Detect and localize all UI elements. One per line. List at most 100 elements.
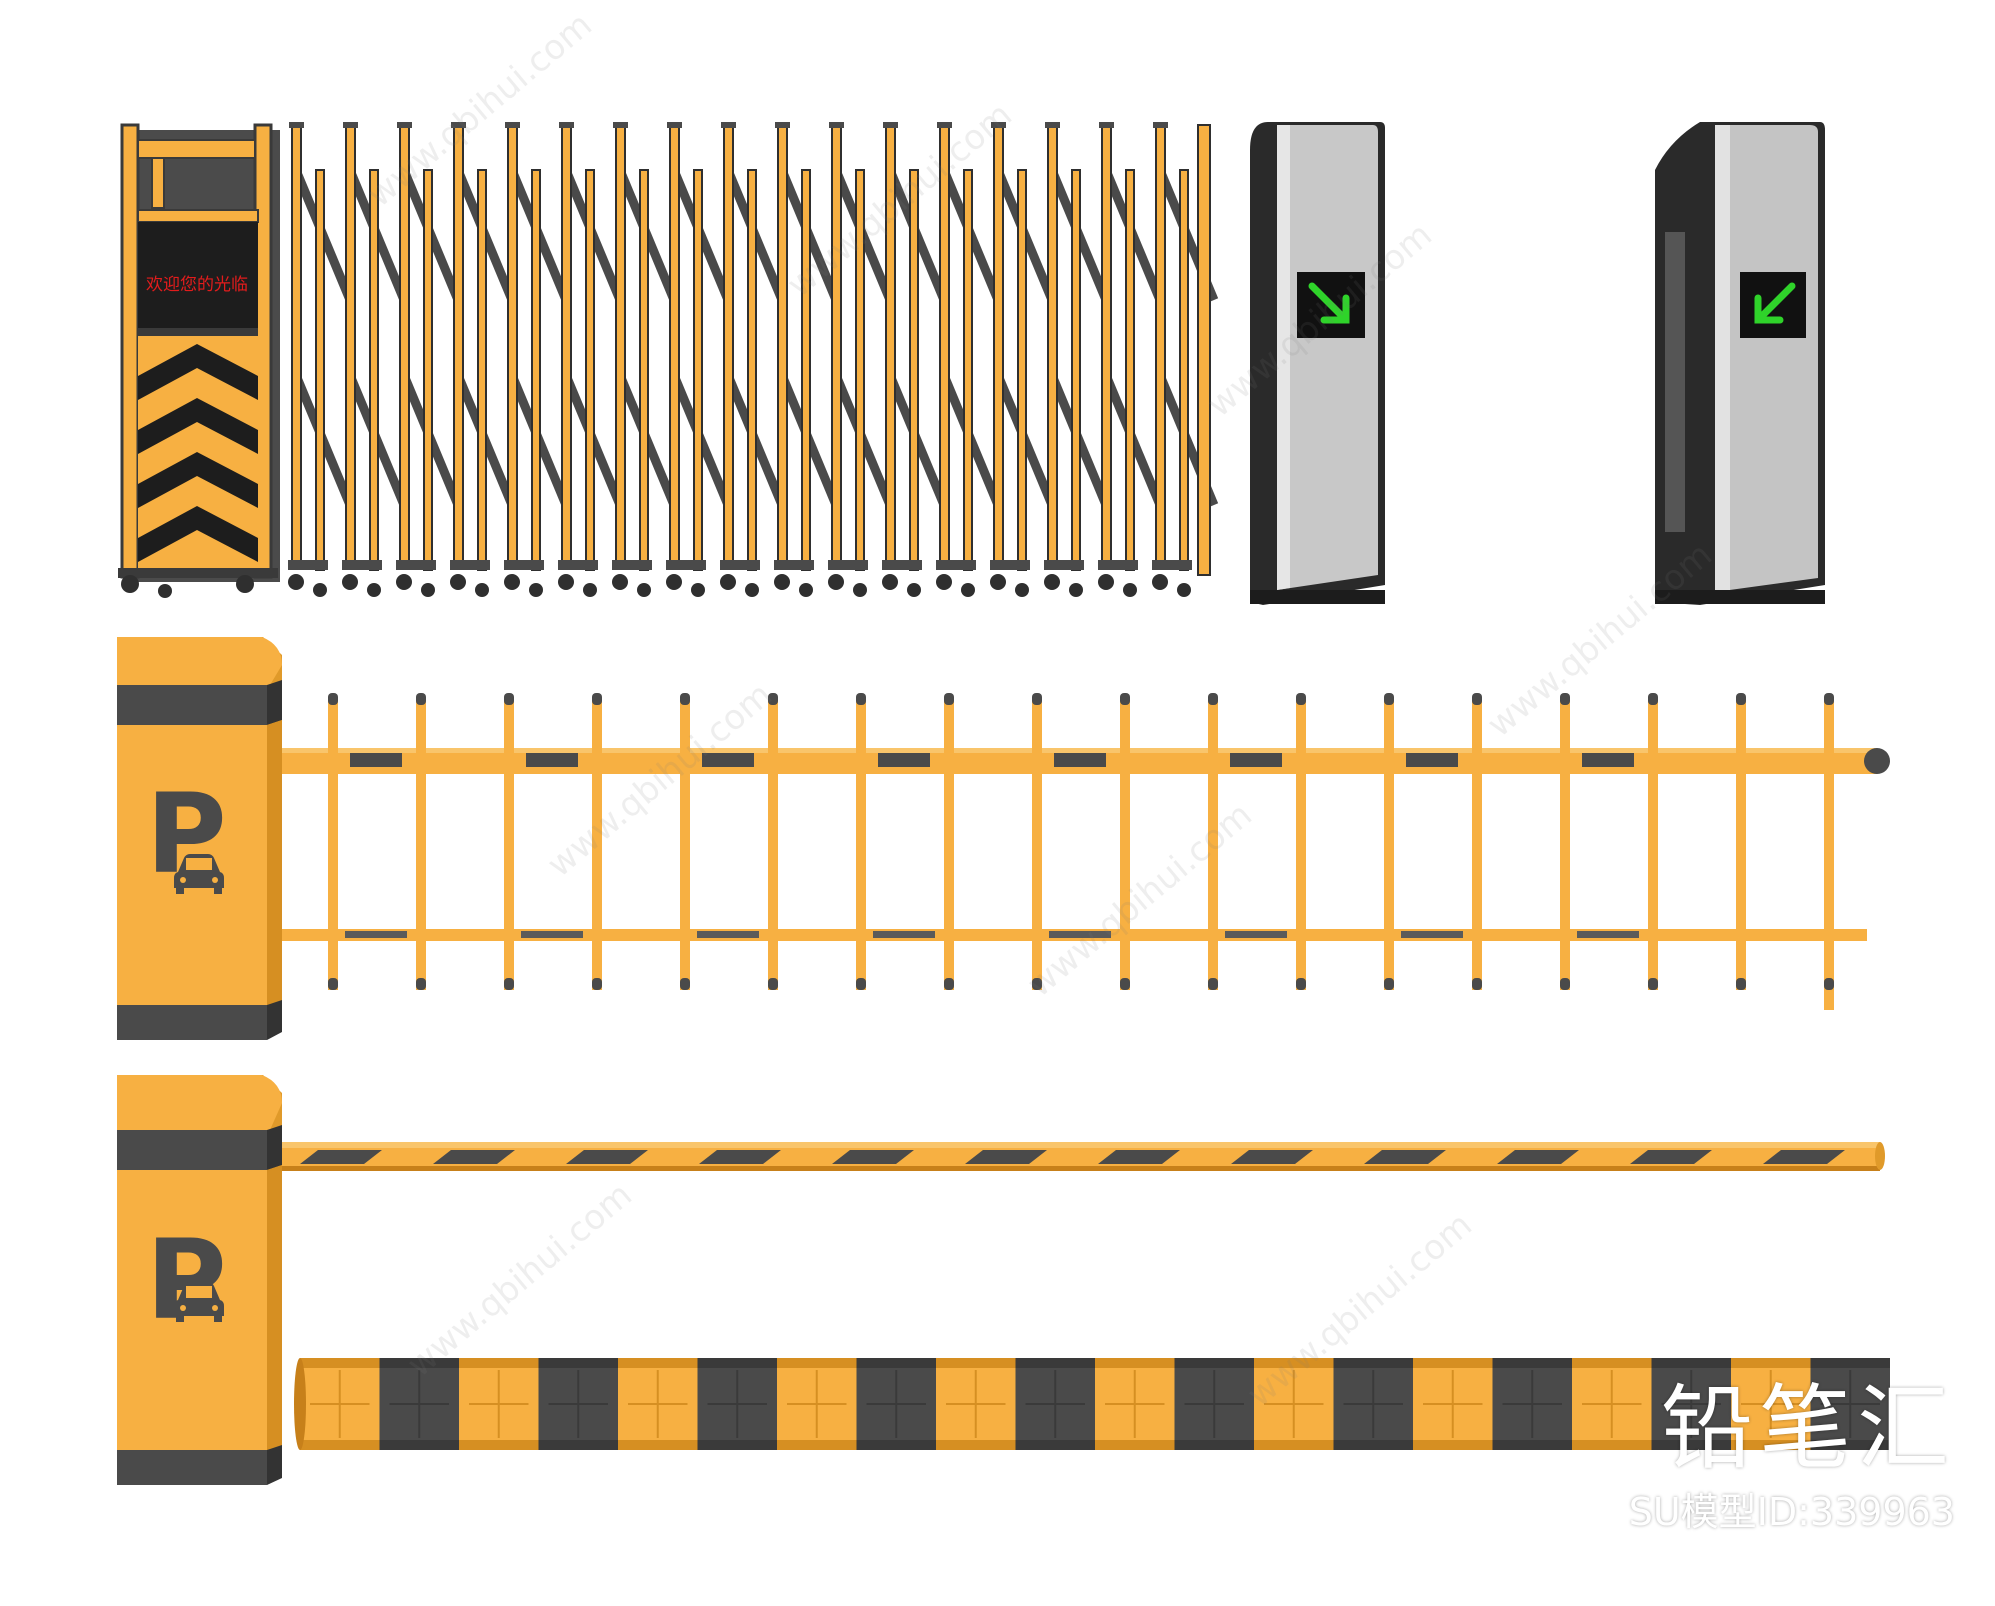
gate-post [399,124,410,566]
fence-picket [1824,700,1834,1010]
gate-base [342,560,382,570]
gate-wheel [342,574,358,590]
gate-wheel [1015,583,1029,597]
fence-picket-foot [1032,978,1042,990]
speed-bump-segment-edge [538,1358,618,1368]
car-icon [174,854,224,894]
fence-picket [1560,700,1570,990]
fence-picket-cap [680,693,690,705]
speed-bump-segment-edge [1492,1358,1572,1368]
gate-base [612,560,652,570]
speed-bump-segment-edge [538,1440,618,1450]
fence-bottom-marker [1049,931,1111,938]
barrier-cabinet-bottom: P [117,1075,282,1485]
gate-wheel [666,574,682,590]
fence-picket-cap [504,693,514,705]
watermark: 铅笔汇 SU模型ID:339963 [1629,1383,1955,1536]
gate-wheel [691,583,705,597]
speed-bump-segment-edge [856,1440,936,1450]
fence-picket-foot [944,978,954,990]
gate-wheel [421,583,435,597]
arm-stripe [965,1150,1047,1164]
barrier-cabinet-top: P [117,637,282,1040]
gate-wheel [1069,583,1083,597]
fence-picket [1472,700,1482,990]
speed-bump-segment-edge [697,1358,777,1368]
speed-bump-segment-edge [618,1358,698,1368]
gate-post [1101,124,1112,566]
fence-picket-cap [1208,693,1218,705]
gate-wheel [367,583,381,597]
fence-picket [328,700,338,990]
gate-post [885,124,896,566]
speed-bump-segment-edge [1174,1440,1254,1450]
arm-stripe [300,1150,382,1164]
gate-post-cap [397,122,412,128]
fence-picket [592,700,602,990]
gate-wheel [1098,574,1114,590]
retractable-gate: 欢迎您的光临 [118,122,1219,598]
fence-bottom-marker [521,931,583,938]
gate-wheel [882,574,898,590]
gate-base [774,560,814,570]
gate-post [855,169,865,571]
gate-wheel [961,583,975,597]
gate-wheel [720,574,736,590]
gate-post-cap [991,122,1006,128]
speed-bump-segment-edge [856,1358,936,1368]
chevron-up-icon [138,344,258,562]
speed-bump-segment-edge [1015,1358,1095,1368]
fence-picket [1296,700,1306,990]
gate-post-cap [775,122,790,128]
speed-bump-segment-edge [1333,1440,1413,1450]
gate-bars [288,122,1219,597]
fence-picket-foot [768,978,778,990]
speed-bump-segment-edge [1095,1358,1175,1368]
gate-post-cap [451,122,466,128]
gate-post [453,124,464,566]
arm-stripe [1763,1150,1845,1164]
fence-picket-cap [856,693,866,705]
gate-base [720,560,760,570]
fence-picket [856,700,866,990]
gate-post-cap [883,122,898,128]
fence-rail-end-cap [1864,748,1890,774]
fence-rail-marker [1582,753,1634,767]
speed-bump-segment-edge [1015,1440,1095,1450]
gate-post-cap [937,122,952,128]
fence-picket [944,700,954,990]
gate-post-cap [289,122,304,128]
fence-picket-cap [1032,693,1042,705]
speed-bump-segment-edge [1572,1358,1652,1368]
fence-picket [1032,700,1042,990]
fence-rail-marker [702,753,754,767]
speed-bump-segment-edge [379,1358,459,1368]
speed-bump-segment-edge [697,1440,777,1450]
fence-picket [680,700,690,990]
speed-bump-segment-edge [300,1440,380,1450]
fence-picket-cap [592,693,602,705]
fence-picket-foot [1824,978,1834,990]
fence-picket [1208,700,1218,990]
fence-picket-foot [856,978,866,990]
gate-post [909,169,919,571]
arm-stripe [1364,1150,1446,1164]
gate-post [723,124,734,566]
gate-post [1125,169,1135,571]
gate-base [396,560,436,570]
gate-wheel [1123,583,1137,597]
gate-end-post [1197,124,1211,576]
gate-post-cap [1045,122,1060,128]
gate-post [801,169,811,571]
fence-picket-cap [328,693,338,705]
fence-picket [504,700,514,990]
fence-bottom-marker [345,931,407,938]
speed-bump-segment-edge [1492,1440,1572,1450]
gate-post [939,124,950,566]
fence-picket-foot [1736,978,1746,990]
gate-post [777,124,788,566]
gate-base [990,560,1030,570]
fence-picket-foot [328,978,338,990]
gate-post [561,124,572,566]
fence-rail-marker [526,753,578,767]
